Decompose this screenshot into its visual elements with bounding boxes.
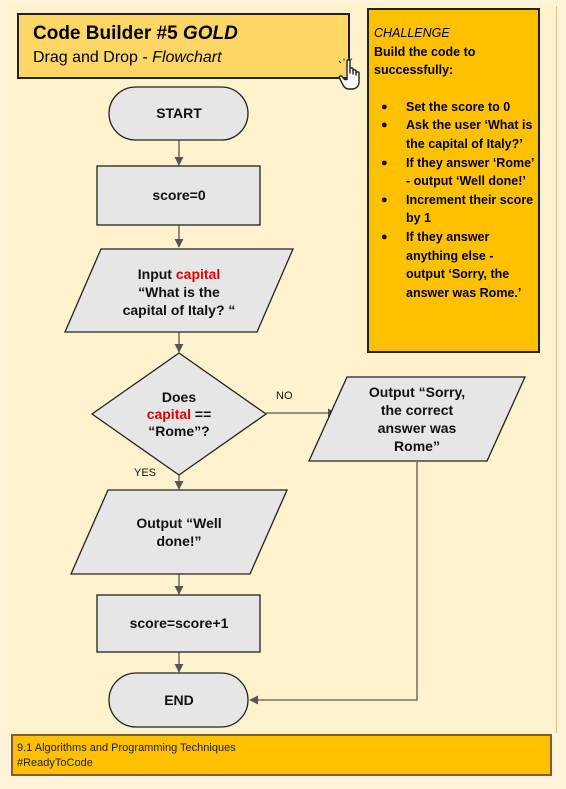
start-terminator[interactable] — [108, 86, 249, 141]
sorry-line2: the correct — [381, 402, 454, 418]
page-title: Code Builder #5 GOLD — [33, 22, 348, 46]
footer-bar: 9.1 Algorithms and Programming Technique… — [11, 734, 552, 776]
challenge-item: Set the score to 0 — [374, 98, 534, 117]
input-line3: capital of Italy? “ — [123, 302, 236, 318]
no-label: NO — [276, 390, 293, 402]
flowchart: START score=0 Input capital “What is the… — [64, 86, 527, 728]
increment-label: score=score+1 — [130, 615, 229, 631]
input-line2: “What is the — [138, 284, 220, 300]
connectors — [174, 140, 418, 705]
output-welldone-node[interactable] — [70, 489, 288, 575]
footer-course: 9.1 Algorithms and Programming Technique… — [17, 742, 236, 754]
yes-label: YES — [134, 467, 156, 479]
title-level: GOLD — [182, 23, 238, 44]
challenge-item: Ask the user ‘What is the capital of Ita… — [374, 116, 534, 153]
end-terminator[interactable] — [108, 672, 249, 728]
decision-line2: capital == — [147, 406, 212, 422]
challenge-list: Set the score to 0 Ask the user ‘What is… — [374, 98, 534, 303]
output-sorry-node[interactable] — [307, 376, 527, 462]
input-variable: capital — [176, 266, 220, 282]
challenge-heading: CHALLENGE — [374, 26, 450, 40]
title-box: Code Builder #5 GOLD Drag and Drop - Flo… — [17, 13, 350, 79]
challenge-item: Increment their score by 1 — [374, 191, 534, 228]
sorry-line4: Rome” — [394, 438, 440, 454]
score-init-label: score=0 — [152, 187, 206, 203]
challenge-intro: Build the code to successfully: — [374, 44, 476, 78]
footer-hashtag: #ReadyToCode — [17, 757, 93, 769]
challenge-panel: CHALLENGE Build the code to successfully… — [367, 8, 540, 353]
challenge-item: If they answer anything else - output ‘S… — [374, 228, 534, 302]
sorry-line3: answer was — [378, 420, 457, 436]
start-label: START — [156, 105, 202, 121]
page-subtitle: Drag and Drop - Flowchart — [33, 48, 348, 68]
subtitle-text: Drag and Drop - — [33, 49, 153, 66]
challenge-item: If they answer ‘Rome’ - output ‘Well don… — [374, 154, 534, 191]
end-label: END — [164, 692, 194, 708]
decision-capital-rome[interactable] — [90, 352, 268, 476]
decision-line1: Does — [162, 389, 196, 405]
subtitle-type: Flowchart — [152, 49, 222, 66]
sorry-line1: Output “Sorry, — [369, 384, 465, 400]
input-line1: Input capital — [138, 266, 220, 282]
decision-line3: “Rome”? — [148, 423, 209, 439]
input-capital-node[interactable] — [64, 248, 294, 333]
arrow-sorry-to-end — [249, 462, 418, 705]
decision-variable: capital — [147, 406, 191, 422]
welldone-line1: Output “Well — [136, 515, 221, 531]
hand-pointer-icon — [338, 58, 360, 90]
welldone-line2: done!” — [156, 533, 201, 549]
title-text: Code Builder #5 — [33, 23, 183, 44]
score-init-process[interactable] — [96, 165, 261, 226]
increment-process[interactable] — [96, 594, 261, 653]
